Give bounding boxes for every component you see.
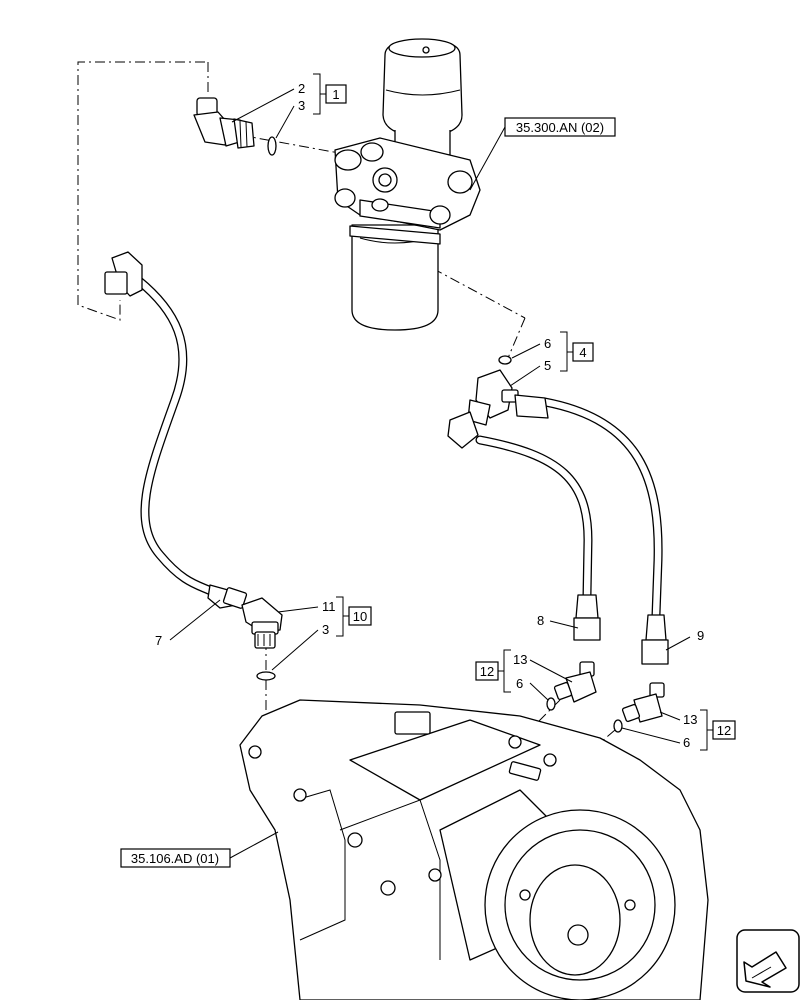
o-ring-3-lower[interactable]: [256, 671, 276, 681]
callout-3-lower: 3: [322, 622, 329, 637]
next-page-arrow-icon[interactable]: [736, 929, 800, 993]
callout-6-right: 6: [683, 735, 690, 750]
elbow-fitting-2[interactable]: [193, 97, 255, 149]
o-ring-3-upper[interactable]: [267, 136, 277, 156]
callout-9: 9: [697, 628, 704, 643]
kit-number-12-right: 12: [717, 723, 731, 738]
kit-number-10: 10: [353, 609, 367, 624]
o-ring-6-upper[interactable]: [498, 355, 512, 365]
kit-box-1: 1: [325, 84, 347, 104]
callout-8: 8: [537, 613, 544, 628]
callout-6-kit4: 6: [544, 336, 551, 351]
callout-5: 5: [544, 358, 551, 373]
callout-7: 7: [155, 633, 162, 648]
kit-number-12-left: 12: [480, 664, 494, 679]
motor-housing-assembly[interactable]: [239, 699, 709, 1000]
callouts: 2 3 6 5 7 11 3 8 9 13 6 13 6: [155, 81, 704, 750]
callout-3-upper: 3: [298, 98, 305, 113]
tee-fitting-5[interactable]: [447, 369, 519, 449]
reference-link-filter[interactable]: 35.300.AN (02): [504, 117, 616, 137]
hose-7[interactable]: [104, 251, 248, 609]
kit-number-1: 1: [332, 87, 339, 102]
kit-box-4: 4: [572, 342, 594, 362]
elbow-fitting-11[interactable]: [241, 597, 283, 649]
o-ring-6-right[interactable]: [613, 719, 623, 733]
kit-number-4: 4: [579, 345, 586, 360]
reference-text-motor[interactable]: 35.106.AD (01): [131, 851, 219, 866]
kit-box-10: 10: [348, 606, 372, 626]
hose-9[interactable]: [514, 394, 669, 665]
callout-2: 2: [298, 81, 305, 96]
reference-link-motor[interactable]: 35.106.AD (01): [120, 848, 231, 868]
o-ring-6-left[interactable]: [546, 697, 556, 711]
callout-13-left: 13: [513, 652, 527, 667]
callout-6-left: 6: [516, 676, 523, 691]
callout-13-right: 13: [683, 712, 697, 727]
kit-box-12-right: 12: [712, 720, 736, 740]
filter-accumulator-assembly[interactable]: [334, 38, 481, 331]
elbow-fitting-13-right[interactable]: [621, 682, 665, 723]
kit-box-12-left: 12: [475, 661, 499, 681]
kit-brackets: [313, 73, 713, 751]
hose-8[interactable]: [475, 435, 601, 641]
leader-lines: [169, 88, 691, 859]
callout-11: 11: [322, 599, 336, 614]
elbow-fitting-13-left[interactable]: [553, 661, 597, 703]
reference-text-filter[interactable]: 35.300.AN (02): [516, 120, 604, 135]
